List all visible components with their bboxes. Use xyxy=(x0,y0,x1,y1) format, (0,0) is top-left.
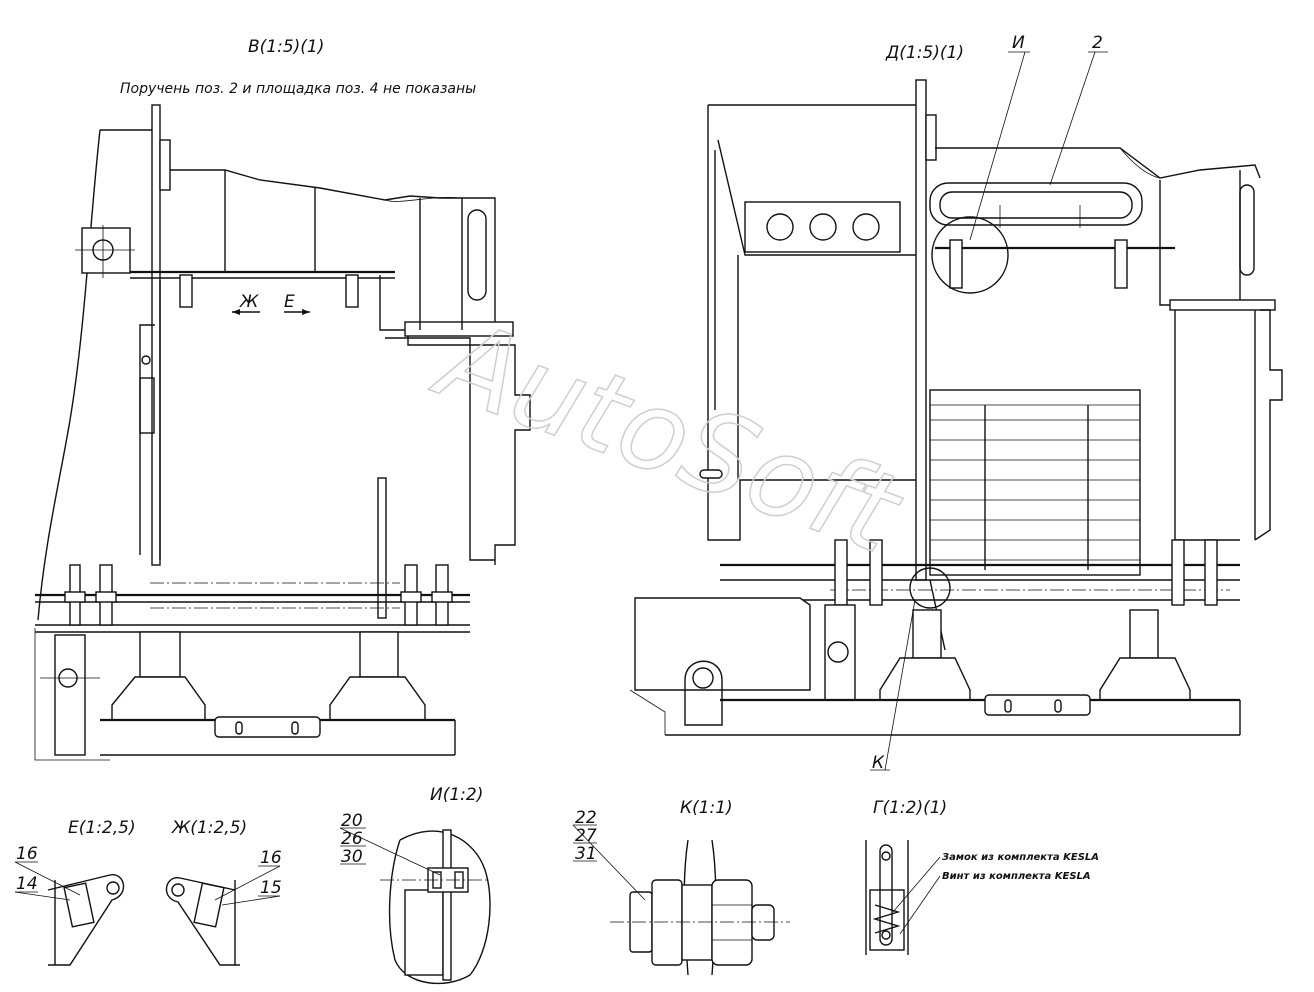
detail-e: 16 14 xyxy=(14,844,125,966)
note-lock: Замок из комплекта KESLA xyxy=(942,852,1099,863)
view-v: Ж Е xyxy=(34,104,531,761)
title-v: В(1:5)(1) xyxy=(248,37,324,57)
detail-i: 20 26 30 xyxy=(339,811,491,985)
arrow-label-zh: Ж xyxy=(239,292,259,312)
callout-14: 14 xyxy=(16,874,38,894)
callout-30: 30 xyxy=(341,847,363,867)
title-i: И(1:2) xyxy=(430,785,483,805)
title-k: К(1:1) xyxy=(680,798,733,818)
watermark: AutoSoft xyxy=(419,293,918,579)
callout-k: К xyxy=(872,753,885,773)
callout-31: 31 xyxy=(575,844,597,864)
callout-2: 2 xyxy=(1092,33,1103,53)
callout-16a: 16 xyxy=(16,844,38,864)
callout-26: 26 xyxy=(341,829,363,849)
detail-g: Замок из комплекта KESLA Винт из комплек… xyxy=(865,840,1099,955)
title-d: Д(1:5)(1) xyxy=(885,43,964,63)
callout-20: 20 xyxy=(341,811,363,831)
note-screw: Винт из комплекта KESLA xyxy=(942,871,1091,882)
callout-i: И xyxy=(1012,33,1025,53)
view-d: К И 2 xyxy=(629,33,1283,773)
arrow-label-e: Е xyxy=(284,292,295,312)
bolts-v xyxy=(64,564,453,626)
title-g: Г(1:2)(1) xyxy=(873,798,947,818)
detail-k: 22 27 31 xyxy=(572,808,790,976)
callout-27: 27 xyxy=(575,826,597,846)
title-zh: Ж(1:2,5) xyxy=(171,818,247,838)
grid-panel xyxy=(929,389,1141,576)
detail-zh: 16 15 xyxy=(165,848,282,966)
callout-16b: 16 xyxy=(260,848,282,868)
callout-22: 22 xyxy=(575,808,597,828)
note-v: Поручень поз. 2 и площадка поз. 4 не пок… xyxy=(120,81,476,97)
callout-15: 15 xyxy=(260,878,282,898)
title-e: Е(1:2,5) xyxy=(68,818,136,838)
